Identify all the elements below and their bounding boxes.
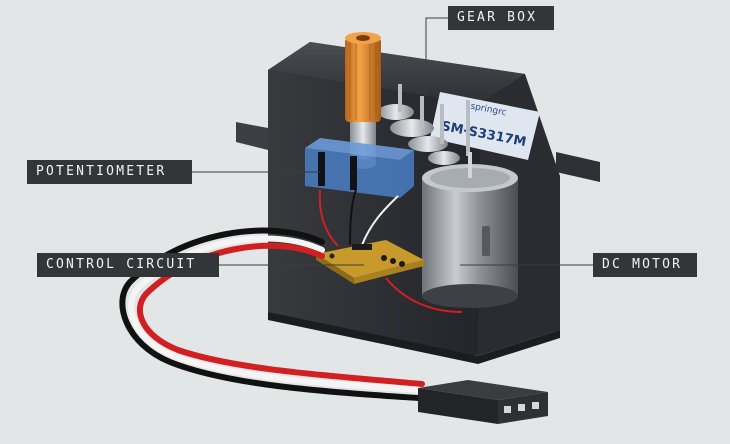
dc-motor-part	[422, 152, 518, 308]
leader-lines	[192, 17, 593, 266]
gear-box-label: GEAR BOX	[448, 6, 554, 30]
circuit-board	[316, 240, 424, 284]
gear-train	[378, 84, 470, 165]
servo-cable	[119, 227, 425, 401]
control-circuit-label: CONTROL CIRCUIT	[37, 253, 219, 277]
internal-wires	[318, 189, 463, 313]
servo-housing	[236, 42, 600, 364]
dc-motor-label: DC MOTOR	[593, 253, 697, 277]
potentiometer-part	[305, 138, 414, 198]
potentiometer-label: POTENTIOMETER	[27, 160, 192, 184]
servo-connector	[418, 380, 548, 424]
